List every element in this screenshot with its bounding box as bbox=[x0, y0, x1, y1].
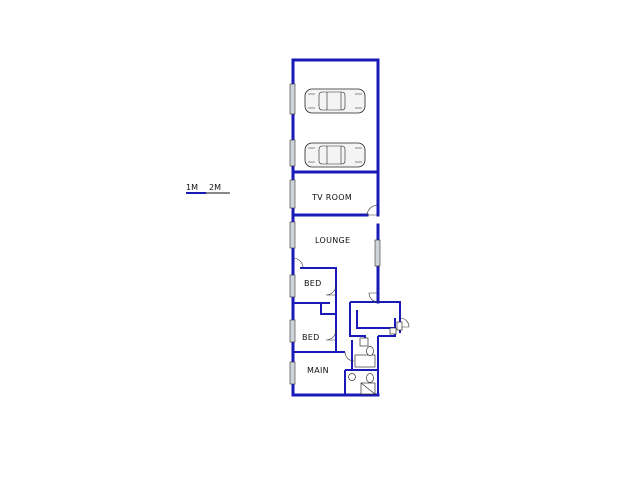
wall-kitchen-east bbox=[378, 318, 396, 337]
toilet-icon bbox=[366, 373, 374, 383]
car-body bbox=[304, 142, 366, 168]
wall-lounge-bed bbox=[300, 267, 337, 320]
room-label-bed-1: BED bbox=[304, 279, 322, 288]
windows bbox=[289, 83, 381, 385]
window-icon bbox=[289, 361, 296, 385]
doors bbox=[292, 204, 410, 362]
wall-bath2 bbox=[345, 369, 379, 395]
car-icon bbox=[304, 88, 366, 114]
window-icon bbox=[289, 179, 296, 209]
car-lights bbox=[308, 93, 362, 109]
car-roof bbox=[318, 91, 346, 111]
door-swing-icon bbox=[399, 317, 410, 328]
scale-bar: 1M 2M bbox=[186, 183, 230, 194]
shower-drain-line bbox=[360, 382, 376, 395]
car-roof bbox=[318, 145, 346, 165]
wall-bed1-closet bbox=[320, 303, 336, 315]
wall-garage-outer bbox=[291, 58, 380, 174]
toilet-icon bbox=[366, 346, 374, 356]
window-icon bbox=[374, 239, 381, 267]
window-icon bbox=[289, 83, 296, 115]
scale-label-2m: 2M bbox=[209, 183, 221, 192]
stove-icon bbox=[396, 321, 403, 331]
door-swing-icon bbox=[366, 204, 379, 216]
room-label-main: MAIN bbox=[307, 366, 329, 375]
car-icon bbox=[304, 142, 366, 168]
window-icon bbox=[289, 139, 296, 167]
window-icon bbox=[289, 221, 296, 249]
room-label-bed-2: BED bbox=[302, 333, 320, 342]
door-swing-icon bbox=[292, 257, 304, 269]
shower-icon bbox=[354, 354, 376, 368]
walls bbox=[291, 58, 401, 397]
door-swing-icon bbox=[368, 292, 379, 303]
window-icon bbox=[289, 274, 296, 298]
window-icon bbox=[289, 319, 296, 343]
room-labels: TV ROOM LOUNGE BED BED MAIN bbox=[302, 193, 352, 375]
room-label-lounge: LOUNGE bbox=[315, 236, 350, 245]
car-body bbox=[304, 88, 366, 114]
door-swing-icon bbox=[325, 284, 337, 296]
fixtures bbox=[348, 321, 403, 395]
wall-kitchen-inner bbox=[356, 310, 395, 329]
scale-label-1m: 1M bbox=[186, 183, 198, 192]
car-lights bbox=[308, 147, 362, 163]
basin-icon bbox=[389, 327, 397, 335]
door-swing-icon bbox=[325, 329, 337, 341]
room-label-tv-room: TV ROOM bbox=[311, 193, 352, 202]
basin-icon bbox=[359, 337, 369, 347]
door-swing-icon bbox=[344, 351, 355, 362]
basin-icon bbox=[348, 373, 356, 381]
